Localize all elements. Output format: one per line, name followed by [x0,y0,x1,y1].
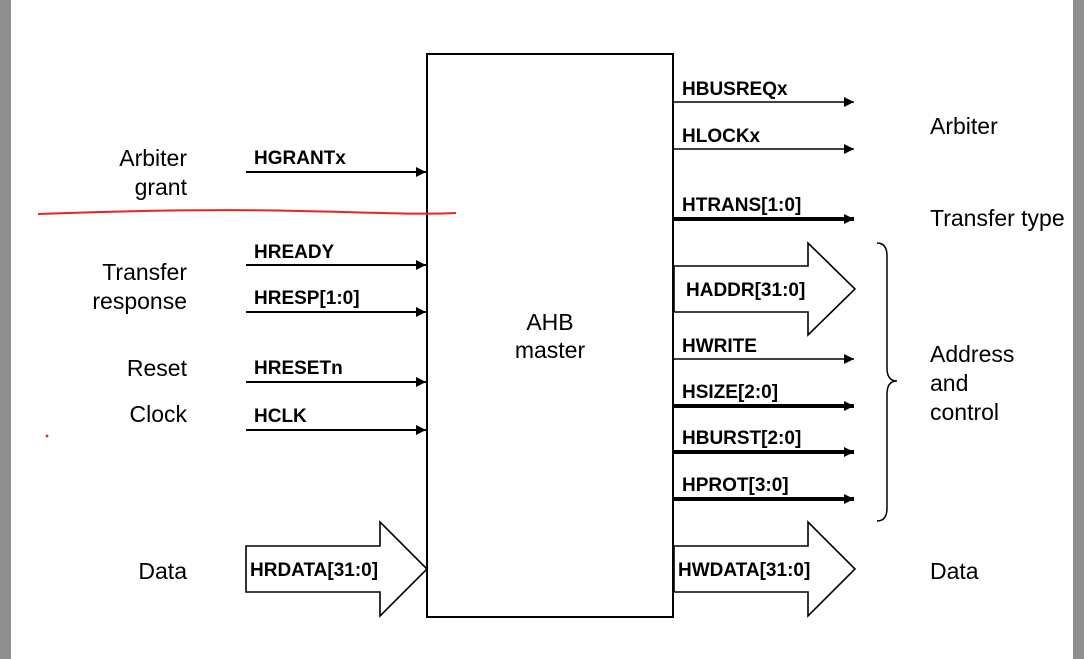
signal-hprot: HPROT[3:0] [682,475,789,496]
signal-hwdata: HWDATA[31:0] [678,560,810,581]
signal-htrans: HTRANS[1:0] [682,195,801,216]
signal-hresp: HRESP[1:0] [254,288,360,309]
block-title-line2: master [515,337,586,363]
bus-arrow-hrdata [245,520,429,618]
signal-hburst: HBURST[2:0] [682,428,801,449]
label-arbiter-grant-1: Arbiter [119,145,187,171]
label-transfer-type: Transfer type [930,205,1065,231]
label-arbiter-right: Arbiter [930,113,998,139]
signal-haddr: HADDR[31:0] [686,280,805,301]
signal-hclk: HCLK [254,406,307,427]
label-address-control-3: control [930,399,999,425]
ahb-master-block [426,53,674,618]
signal-hready: HREADY [254,242,335,263]
label-address-control-2: and [930,370,968,396]
signal-hrdata: HRDATA[31:0] [250,560,378,581]
label-clock: Clock [129,401,187,427]
label-reset: Reset [127,355,188,381]
signal-hbusreq: HBUSREQx [682,79,788,100]
signal-hreset: HRESETn [254,358,343,379]
label-data-right: Data [930,558,979,584]
block-title-line1: AHB [526,309,573,335]
right-edge-shadow [1073,0,1084,659]
label-transfer-response-2: response [92,288,187,314]
label-transfer-response-1: Transfer [102,259,187,285]
label-address-control-1: Address [930,341,1014,367]
bus-arrow-hwdata [673,520,857,618]
signal-hlock: HLOCKx [682,126,761,147]
signal-hsize: HSIZE[2:0] [682,382,778,403]
left-edge-shadow [0,0,11,659]
red-annotation-line [37,209,457,215]
label-data-left: Data [138,558,187,584]
address-control-brace [876,242,898,522]
bus-arrow-haddr [673,241,857,337]
label-arbiter-grant-2: grant [135,174,188,200]
signal-hwrite: HWRITE [682,336,757,357]
red-annotation-dot [45,434,49,438]
signal-hgrant: HGRANTx [254,148,346,169]
